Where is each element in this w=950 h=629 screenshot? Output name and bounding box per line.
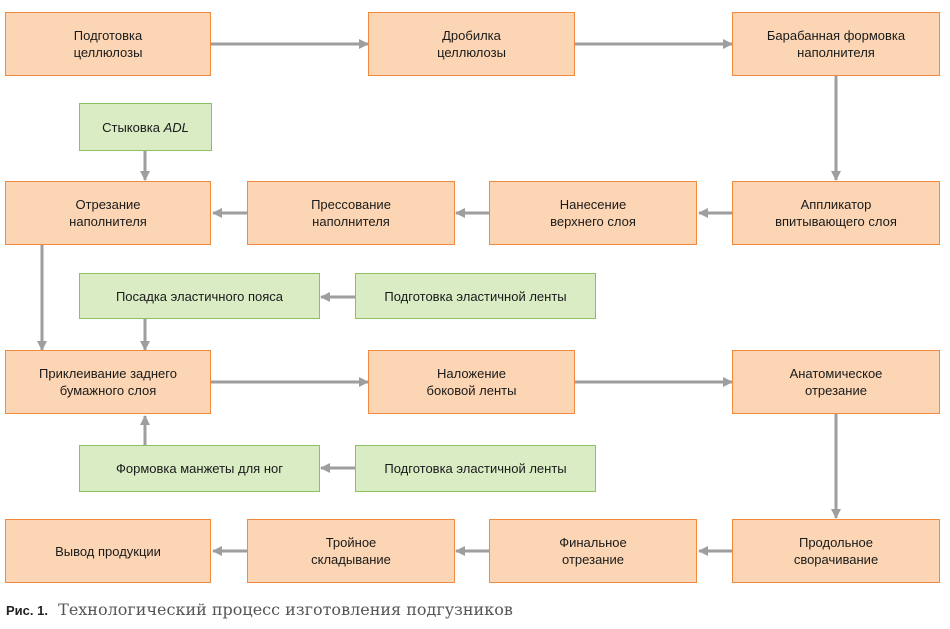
figure-caption-text: Технологический процесс изготовления под… — [58, 600, 513, 619]
node-filler-cutting: Отрезание наполнителя — [5, 181, 211, 245]
node-absorbent-applicator: Аппликатор впитывающего слоя — [732, 181, 940, 245]
node-triple-fold-label: Тройное складывание — [311, 535, 391, 567]
node-adl-join-label: Стыковка ADL — [102, 119, 189, 136]
node-adl-join-italic: ADL — [163, 119, 189, 135]
node-leg-cuff-forming-label: Формовка манжеты для ног — [116, 461, 283, 476]
node-cellulose-prep: Подготовка целлюлозы — [5, 12, 211, 76]
node-cellulose-crusher: Дробилка целлюлозы — [368, 12, 575, 76]
node-longitudinal-fold-label: Продольное сворачивание — [793, 535, 879, 567]
node-adl-join: Стыковка ADL — [79, 103, 212, 151]
node-back-paper-glue-label: Приклеивание заднего бумажного слоя — [39, 366, 177, 398]
node-longitudinal-fold: Продольное сворачивание — [732, 519, 940, 583]
node-elastic-waist: Посадка эластичного пояса — [79, 273, 320, 319]
node-drum-forming-label: Барабанная формовка наполнителя — [766, 28, 906, 60]
node-elastic-tape-prep-2-label: Подготовка эластичной ленты — [384, 461, 567, 476]
node-cellulose-crusher-label: Дробилка целлюлозы — [437, 28, 506, 60]
node-leg-cuff-forming: Формовка манжеты для ног — [79, 445, 320, 492]
node-absorbent-applicator-label: Аппликатор впитывающего слоя — [775, 197, 897, 229]
node-filler-pressing: Прессование наполнителя — [247, 181, 455, 245]
node-final-cut-label: Финальное отрезание — [559, 535, 627, 567]
node-drum-forming: Барабанная формовка наполнителя — [732, 12, 940, 76]
node-back-paper-glue: Приклеивание заднего бумажного слоя — [5, 350, 211, 414]
node-side-tape: Наложение боковой ленты — [368, 350, 575, 414]
node-filler-cutting-label: Отрезание наполнителя — [69, 197, 147, 229]
node-adl-join-prefix: Стыковка — [102, 119, 164, 135]
figure-caption: Рис. 1. Технологический процесс изготовл… — [6, 600, 513, 619]
node-elastic-tape-prep-2: Подготовка эластичной ленты — [355, 445, 596, 492]
node-side-tape-label: Наложение боковой ленты — [426, 366, 517, 398]
node-anatomical-cut-label: Анатомическое отрезание — [789, 366, 883, 398]
figure-label: Рис. 1. — [6, 603, 48, 618]
node-elastic-waist-label: Посадка эластичного пояса — [115, 288, 284, 304]
node-elastic-tape-prep-1-label: Подготовка эластичной ленты — [384, 288, 567, 304]
node-product-output: Вывод продукции — [5, 519, 211, 583]
node-elastic-tape-prep-1: Подготовка эластичной ленты — [355, 273, 596, 319]
node-cellulose-prep-label: Подготовка целлюлозы — [73, 28, 143, 60]
node-final-cut: Финальное отрезание — [489, 519, 697, 583]
node-anatomical-cut: Анатомическое отрезание — [732, 350, 940, 414]
node-top-layer-label: Нанесение верхнего слоя — [550, 197, 636, 229]
node-top-layer: Нанесение верхнего слоя — [489, 181, 697, 245]
node-filler-pressing-label: Прессование наполнителя — [311, 197, 391, 229]
node-product-output-label: Вывод продукции — [55, 543, 161, 559]
node-triple-fold: Тройное складывание — [247, 519, 455, 583]
